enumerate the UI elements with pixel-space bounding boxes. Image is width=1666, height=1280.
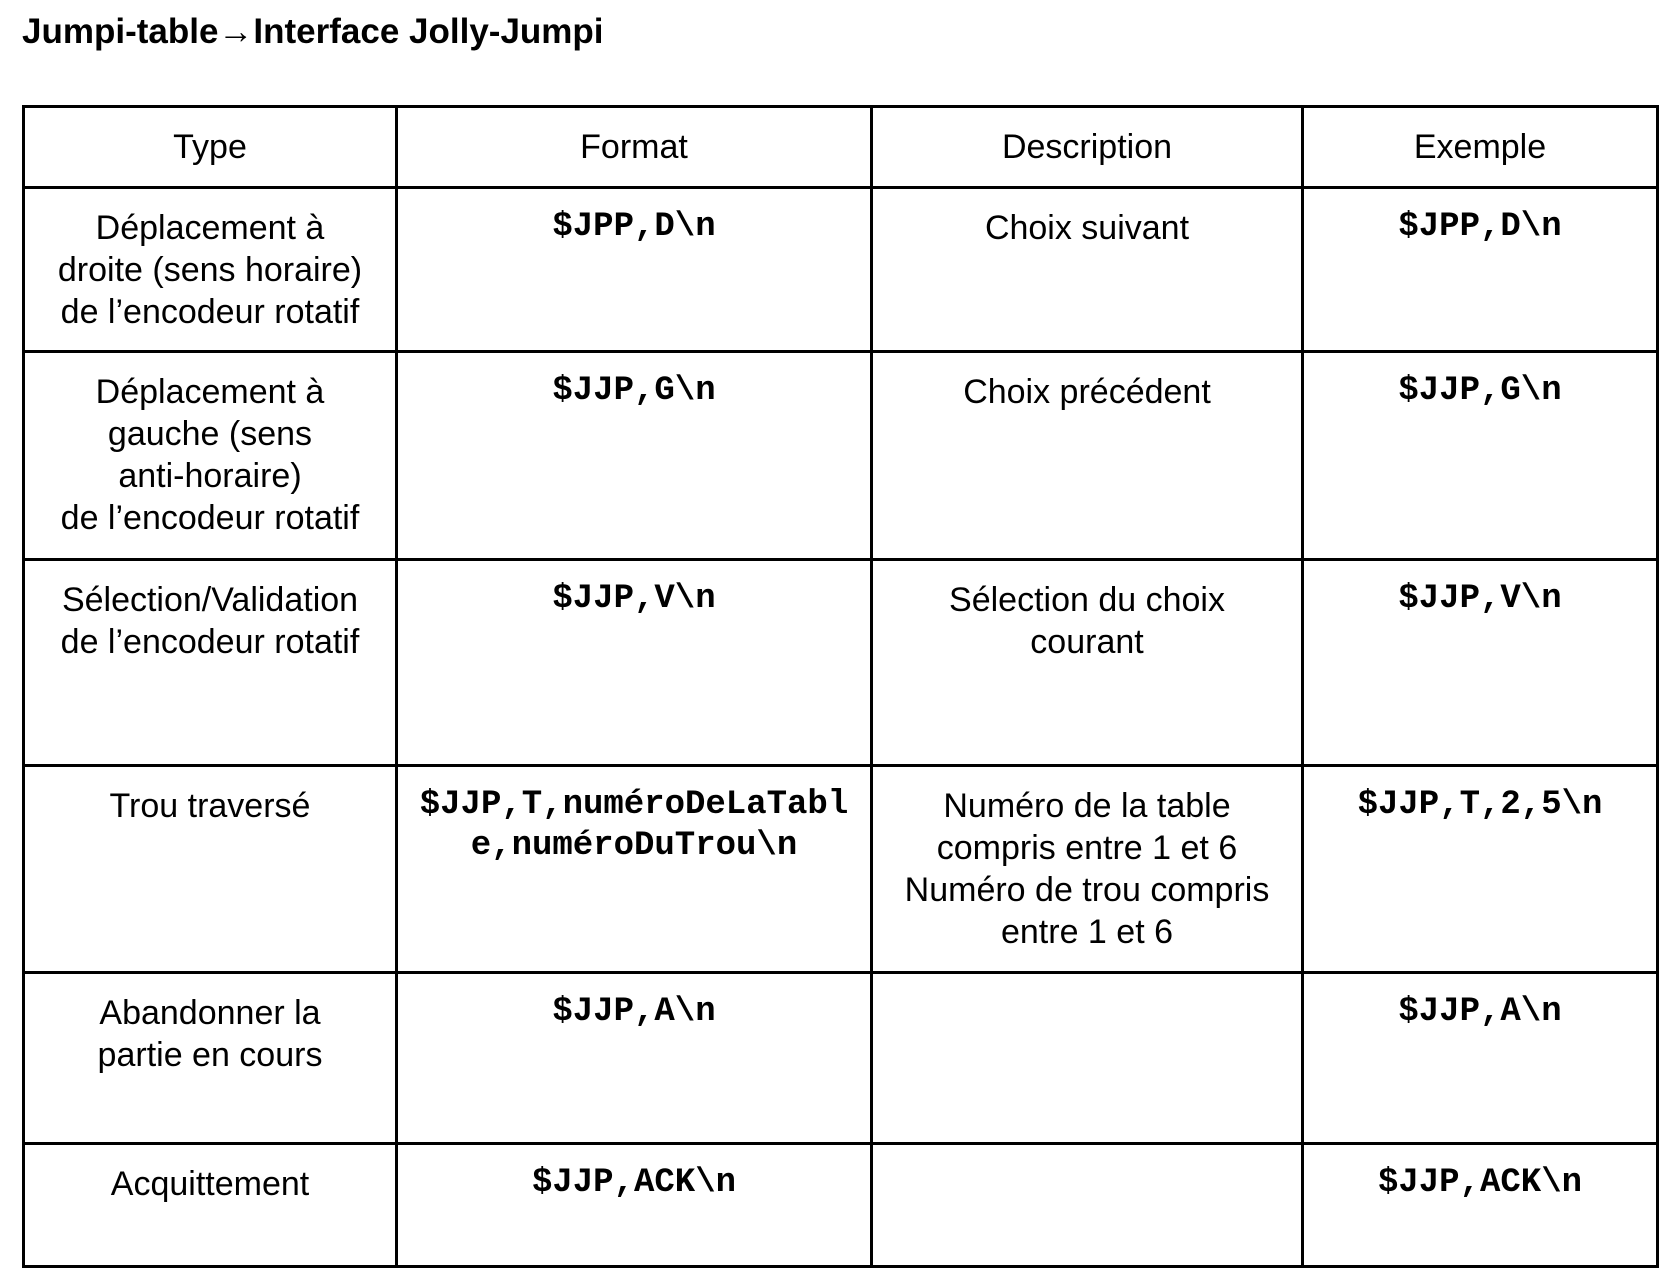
table-row: Déplacement à gauche (sens anti-horaire)… (22, 350, 1659, 561)
table-row: Sélection/Validation de l’encodeur rotat… (22, 558, 1659, 767)
cell-description (870, 971, 1304, 1145)
cell-example: $JJP,T,2,5\n (1301, 764, 1659, 974)
table-row: Acquittement $JJP,ACK\n $JJP,ACK\n (22, 1142, 1659, 1268)
cell-type: Abandonner la partie en cours (22, 971, 398, 1145)
cell-format: $JPP,D\n (395, 186, 873, 353)
cell-example: $JJP,ACK\n (1301, 1142, 1659, 1268)
cell-type: Acquittement (22, 1142, 398, 1268)
type-text: Abandonner la partie en cours (97, 994, 323, 1074)
cell-description: Numéro de la table compris entre 1 et 6 … (870, 764, 1304, 974)
cell-description: Choix suivant (870, 186, 1304, 353)
cell-example: $JJP,V\n (1301, 558, 1659, 767)
type-text: Acquittement (110, 1165, 310, 1203)
cell-example: $JJP,A\n (1301, 971, 1659, 1145)
example-code: $JJP,A\n (1398, 993, 1562, 1031)
cell-format: $JJP,G\n (395, 350, 873, 561)
format-code: $JJP,G\n (552, 372, 716, 410)
cell-type: Sélection/Validation de l’encodeur rotat… (22, 558, 398, 767)
cell-description: Sélection du choix courant (870, 558, 1304, 767)
description-text: Choix suivant (984, 209, 1190, 247)
page-title: Jumpi-table→Interface Jolly-Jumpi (22, 12, 604, 51)
description-text: Numéro de la table compris entre 1 et 6 … (904, 787, 1270, 951)
table-row: Abandonner la partie en cours $JJP,A\n $… (22, 971, 1659, 1145)
cell-format: $JJP,V\n (395, 558, 873, 767)
cell-example: $JJP,G\n (1301, 350, 1659, 561)
example-code: $JJP,V\n (1398, 580, 1562, 618)
cell-format: $JJP,A\n (395, 971, 873, 1145)
header-example: Exemple (1301, 105, 1659, 189)
format-code: $JJP,ACK\n (531, 1164, 737, 1202)
format-code: $JJP,T,numéroDeLaTable,numéroDuTrou\n (419, 786, 849, 865)
table-header-row: Type Format Description Exemple (22, 105, 1659, 189)
cell-description (870, 1142, 1304, 1268)
cell-example: $JPP,D\n (1301, 186, 1659, 353)
example-code: $JJP,ACK\n (1377, 1164, 1583, 1202)
example-code: $JJP,T,2,5\n (1357, 786, 1603, 824)
format-code: $JPP,D\n (552, 208, 716, 246)
example-code: $JPP,D\n (1398, 208, 1562, 246)
cell-format: $JJP,T,numéroDeLaTable,numéroDuTrou\n (395, 764, 873, 974)
cell-format: $JJP,ACK\n (395, 1142, 873, 1268)
description-text: Sélection du choix courant (949, 581, 1225, 661)
cell-type: Déplacement à gauche (sens anti-horaire)… (22, 350, 398, 561)
protocol-table: Type Format Description Exemple Déplacem… (22, 105, 1659, 1268)
format-code: $JJP,A\n (552, 993, 716, 1031)
description-text: Choix précédent (963, 373, 1211, 411)
cell-description: Choix précédent (870, 350, 1304, 561)
cell-type: Trou traversé (22, 764, 398, 974)
format-code: $JJP,V\n (552, 580, 716, 618)
table-row: Trou traversé $JJP,T,numéroDeLaTable,num… (22, 764, 1659, 974)
header-type: Type (22, 105, 398, 189)
type-text: Sélection/Validation de l’encodeur rotat… (60, 581, 360, 661)
cell-type: Déplacement à droite (sens horaire) de l… (22, 186, 398, 353)
header-format: Format (395, 105, 873, 189)
type-text: Déplacement à droite (sens horaire) de l… (57, 209, 363, 331)
type-text: Déplacement à gauche (sens anti-horaire)… (60, 373, 360, 537)
type-text: Trou traversé (109, 787, 311, 825)
table-row: Déplacement à droite (sens horaire) de l… (22, 186, 1659, 353)
header-description: Description (870, 105, 1304, 189)
example-code: $JJP,G\n (1398, 372, 1562, 410)
